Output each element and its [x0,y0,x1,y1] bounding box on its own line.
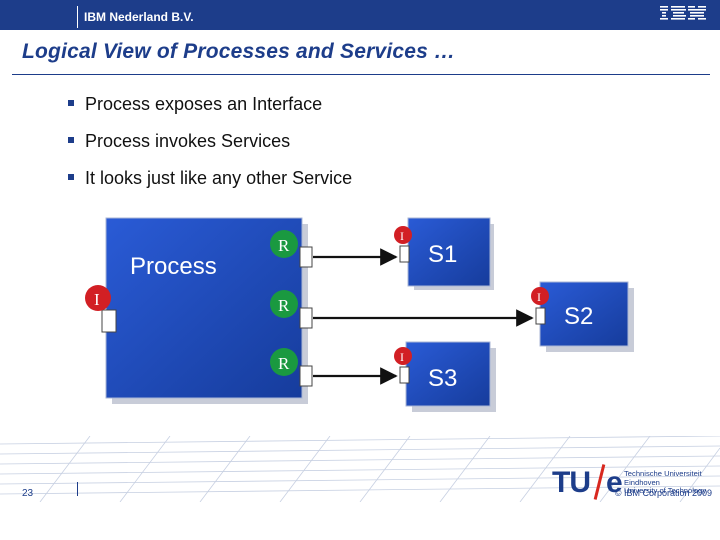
bullet-item: It looks just like any other Service [68,168,352,205]
process-diagram: Process I R R R S1 I S2 [85,217,634,412]
process-interface: I [85,285,117,333]
service-label: S1 [428,241,457,268]
bullet-list: Process exposes an Interface Process inv… [68,94,352,205]
bullet-item: Process invokes Services [68,131,352,168]
page-number: 23 [22,488,34,499]
bullet-text: It looks just like any other Service [85,168,353,188]
bullet-text: Process exposes an Interface [85,94,323,114]
bullet-marker [68,174,74,180]
tue-logo: TU e Technische Universiteit Eindhoven U… [552,464,712,500]
header-divider [77,6,78,28]
ibm-logo [660,6,706,20]
service-s3: S3 I [394,341,496,412]
tue-logo-e: e [606,466,623,499]
bullet-text: Process invokes Services [85,131,291,151]
header-bar: IBM Nederland B.V. [0,0,720,30]
company-name: IBM Nederland B.V. [84,10,194,24]
interface-badge-label: I [400,350,404,364]
service-s1: S1 I [394,217,494,290]
tue-slash [593,464,606,500]
interface-badge-label: I [94,290,100,309]
process-label: Process [130,253,217,280]
copyright-notice: © IBM Corporation 2009 [614,488,712,498]
reference-r1: R [270,230,313,268]
reference-r2: R [270,290,313,329]
title-underline [12,74,710,75]
service-label: S3 [428,365,457,392]
reference-r3: R [270,348,313,387]
slide-title: Logical View of Processes and Services … [22,40,456,63]
bullet-item: Process exposes an Interface [68,94,352,131]
reference-badge-label: R [278,236,290,255]
tue-university-name: Technische Universiteit Eindhoven Univer… [624,469,707,496]
tue-logo-mark: TU [552,466,591,499]
reference-badge-label: R [278,296,290,315]
service-s2: S2 I [531,281,634,352]
reference-badge-label: R [278,354,290,373]
interface-badge-label: I [537,290,541,304]
footer-divider [77,482,78,496]
service-label: S2 [564,303,593,330]
bullet-marker [68,100,74,106]
bullet-marker [68,137,74,143]
interface-badge-label: I [400,229,404,243]
